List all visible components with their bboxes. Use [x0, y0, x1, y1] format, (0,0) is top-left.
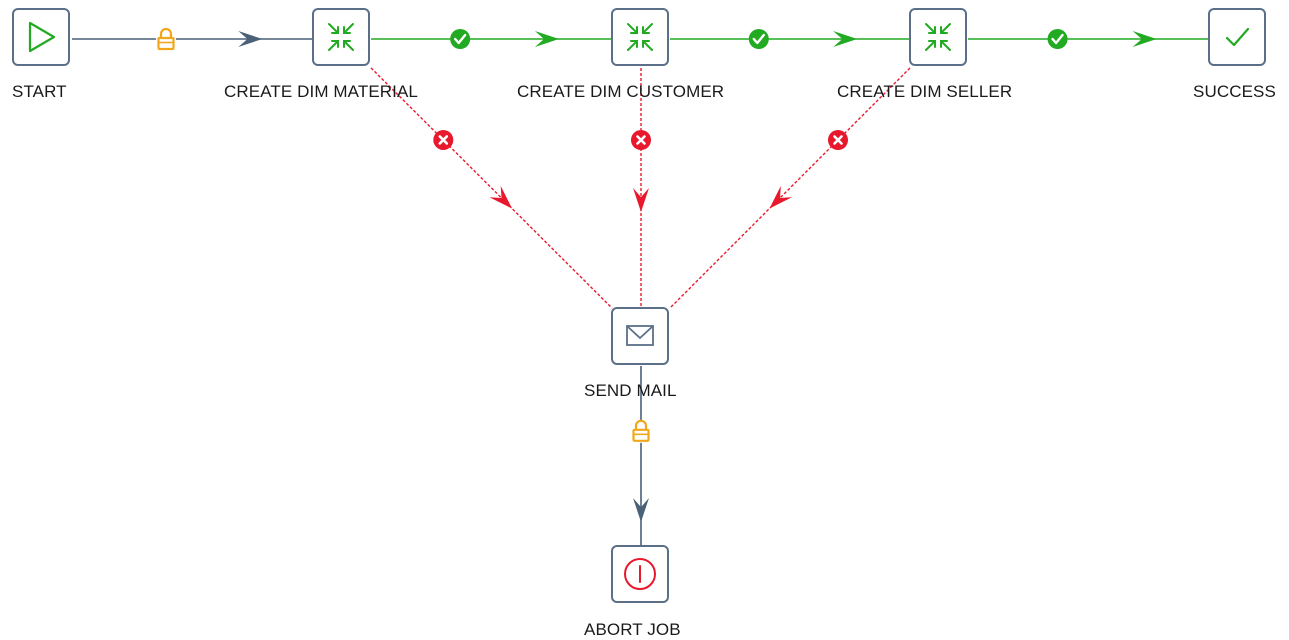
lock-icon[interactable]	[631, 419, 651, 443]
hop-arrow	[1132, 31, 1157, 47]
create-dim-seller-label: CREATE DIM SELLER	[837, 82, 1013, 101]
transform-icon	[925, 23, 951, 51]
start-label: START	[12, 82, 67, 101]
hop-arrow	[238, 31, 263, 47]
abort-icon	[624, 558, 656, 590]
send-mail-label: SEND MAIL	[584, 381, 677, 400]
error-circle-icon[interactable]	[433, 129, 454, 150]
hop-line[interactable]	[669, 67, 911, 309]
hop-arrow	[489, 185, 513, 209]
hop-arrow	[633, 188, 649, 212]
check-icon	[1225, 27, 1250, 47]
check-circle-icon[interactable]	[1047, 29, 1068, 49]
create-dim-seller-node[interactable]	[909, 8, 967, 66]
transform-icon	[627, 23, 653, 51]
create-dim-material-label: CREATE DIM MATERIAL	[224, 82, 418, 101]
hop-arrow	[633, 498, 649, 522]
create-dim-customer-node[interactable]	[611, 8, 669, 66]
start-node[interactable]	[12, 8, 70, 66]
abort-job-node[interactable]	[611, 545, 669, 603]
error-circle-icon[interactable]	[631, 130, 651, 150]
send-mail-node[interactable]	[611, 307, 669, 365]
hop-arrow	[769, 185, 793, 209]
success-node[interactable]	[1208, 8, 1266, 66]
mail-icon	[626, 325, 654, 346]
transform-icon	[328, 23, 354, 51]
check-circle-icon[interactable]	[450, 29, 471, 49]
hop-arrow	[534, 31, 559, 47]
create-dim-customer-label: CREATE DIM CUSTOMER	[517, 82, 725, 101]
play-icon	[28, 21, 56, 53]
hop-line[interactable]	[370, 67, 613, 309]
lock-icon[interactable]	[155, 27, 176, 51]
create-dim-material-node[interactable]	[312, 8, 370, 66]
success-label: SUCCESS	[1193, 82, 1276, 101]
abort-job-label: ABORT JOB	[584, 620, 681, 639]
hop-arrow	[833, 31, 858, 47]
error-circle-icon[interactable]	[828, 130, 848, 150]
check-circle-icon[interactable]	[748, 29, 769, 49]
